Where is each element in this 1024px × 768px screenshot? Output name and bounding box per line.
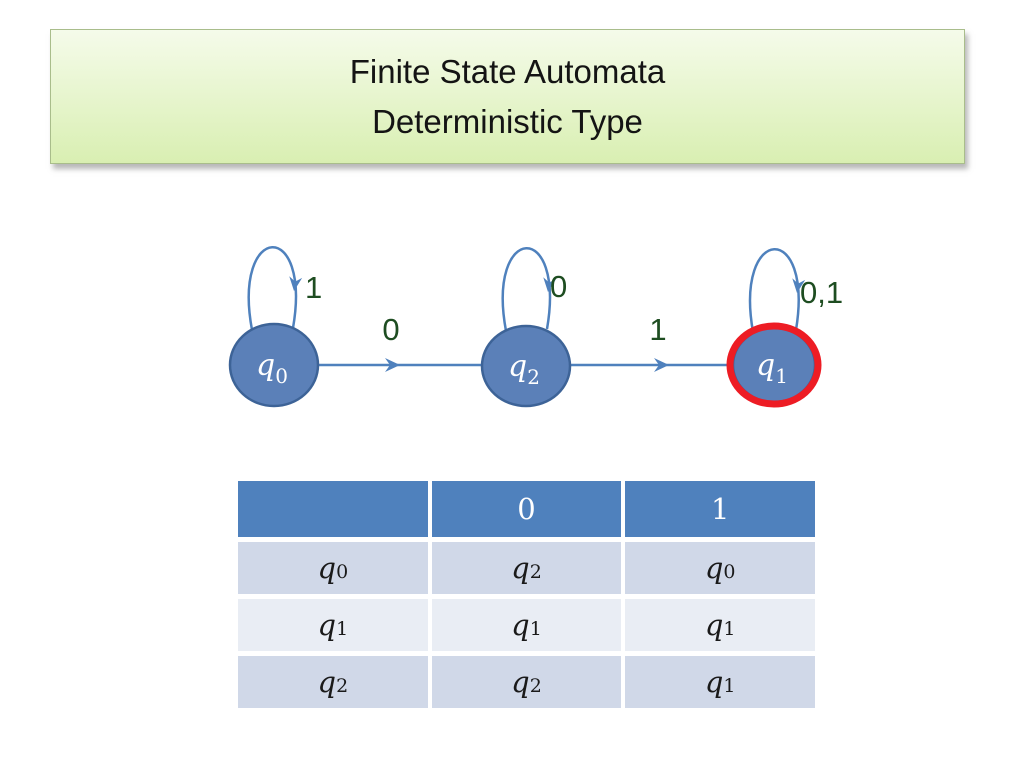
transition-q2-q1-label: 1 xyxy=(649,312,666,347)
state-q0-label: q0 xyxy=(256,348,288,388)
state-q1-accepting-ring xyxy=(726,322,822,408)
self-loop-q2 xyxy=(501,247,552,332)
self-loop-q0 xyxy=(247,246,298,331)
state-q2-circle xyxy=(480,324,572,408)
self-loop-q2-label: 0 xyxy=(550,269,567,304)
state-q2-label: q2 xyxy=(508,349,540,389)
title-line-1: Finite State Automata xyxy=(349,52,666,90)
title-banner: Finite State Automata Deterministic Type xyxy=(50,29,965,164)
self-loop-q1 xyxy=(748,248,800,333)
table-header-empty xyxy=(238,481,428,537)
self-loop-q0-arrowhead xyxy=(289,276,303,291)
table-header-0: 0 xyxy=(431,481,622,537)
self-loop-q0-label: 1 xyxy=(305,270,322,305)
self-loop-q1-arrowhead xyxy=(792,278,806,293)
transition-q2-q1-arrowhead xyxy=(654,358,669,372)
state-q0-circle xyxy=(228,322,320,408)
transition-q0-q2-label: 0 xyxy=(382,312,399,347)
state-q1-label: q1 xyxy=(756,348,788,388)
table-header-1: 1 xyxy=(625,481,815,537)
self-loop-q2-arrowhead xyxy=(543,277,557,292)
title-line-2: Deterministic Type xyxy=(372,102,643,140)
self-loop-q1-label: 0,1 xyxy=(800,275,843,310)
transition-q0-q2-arrowhead xyxy=(385,358,400,372)
